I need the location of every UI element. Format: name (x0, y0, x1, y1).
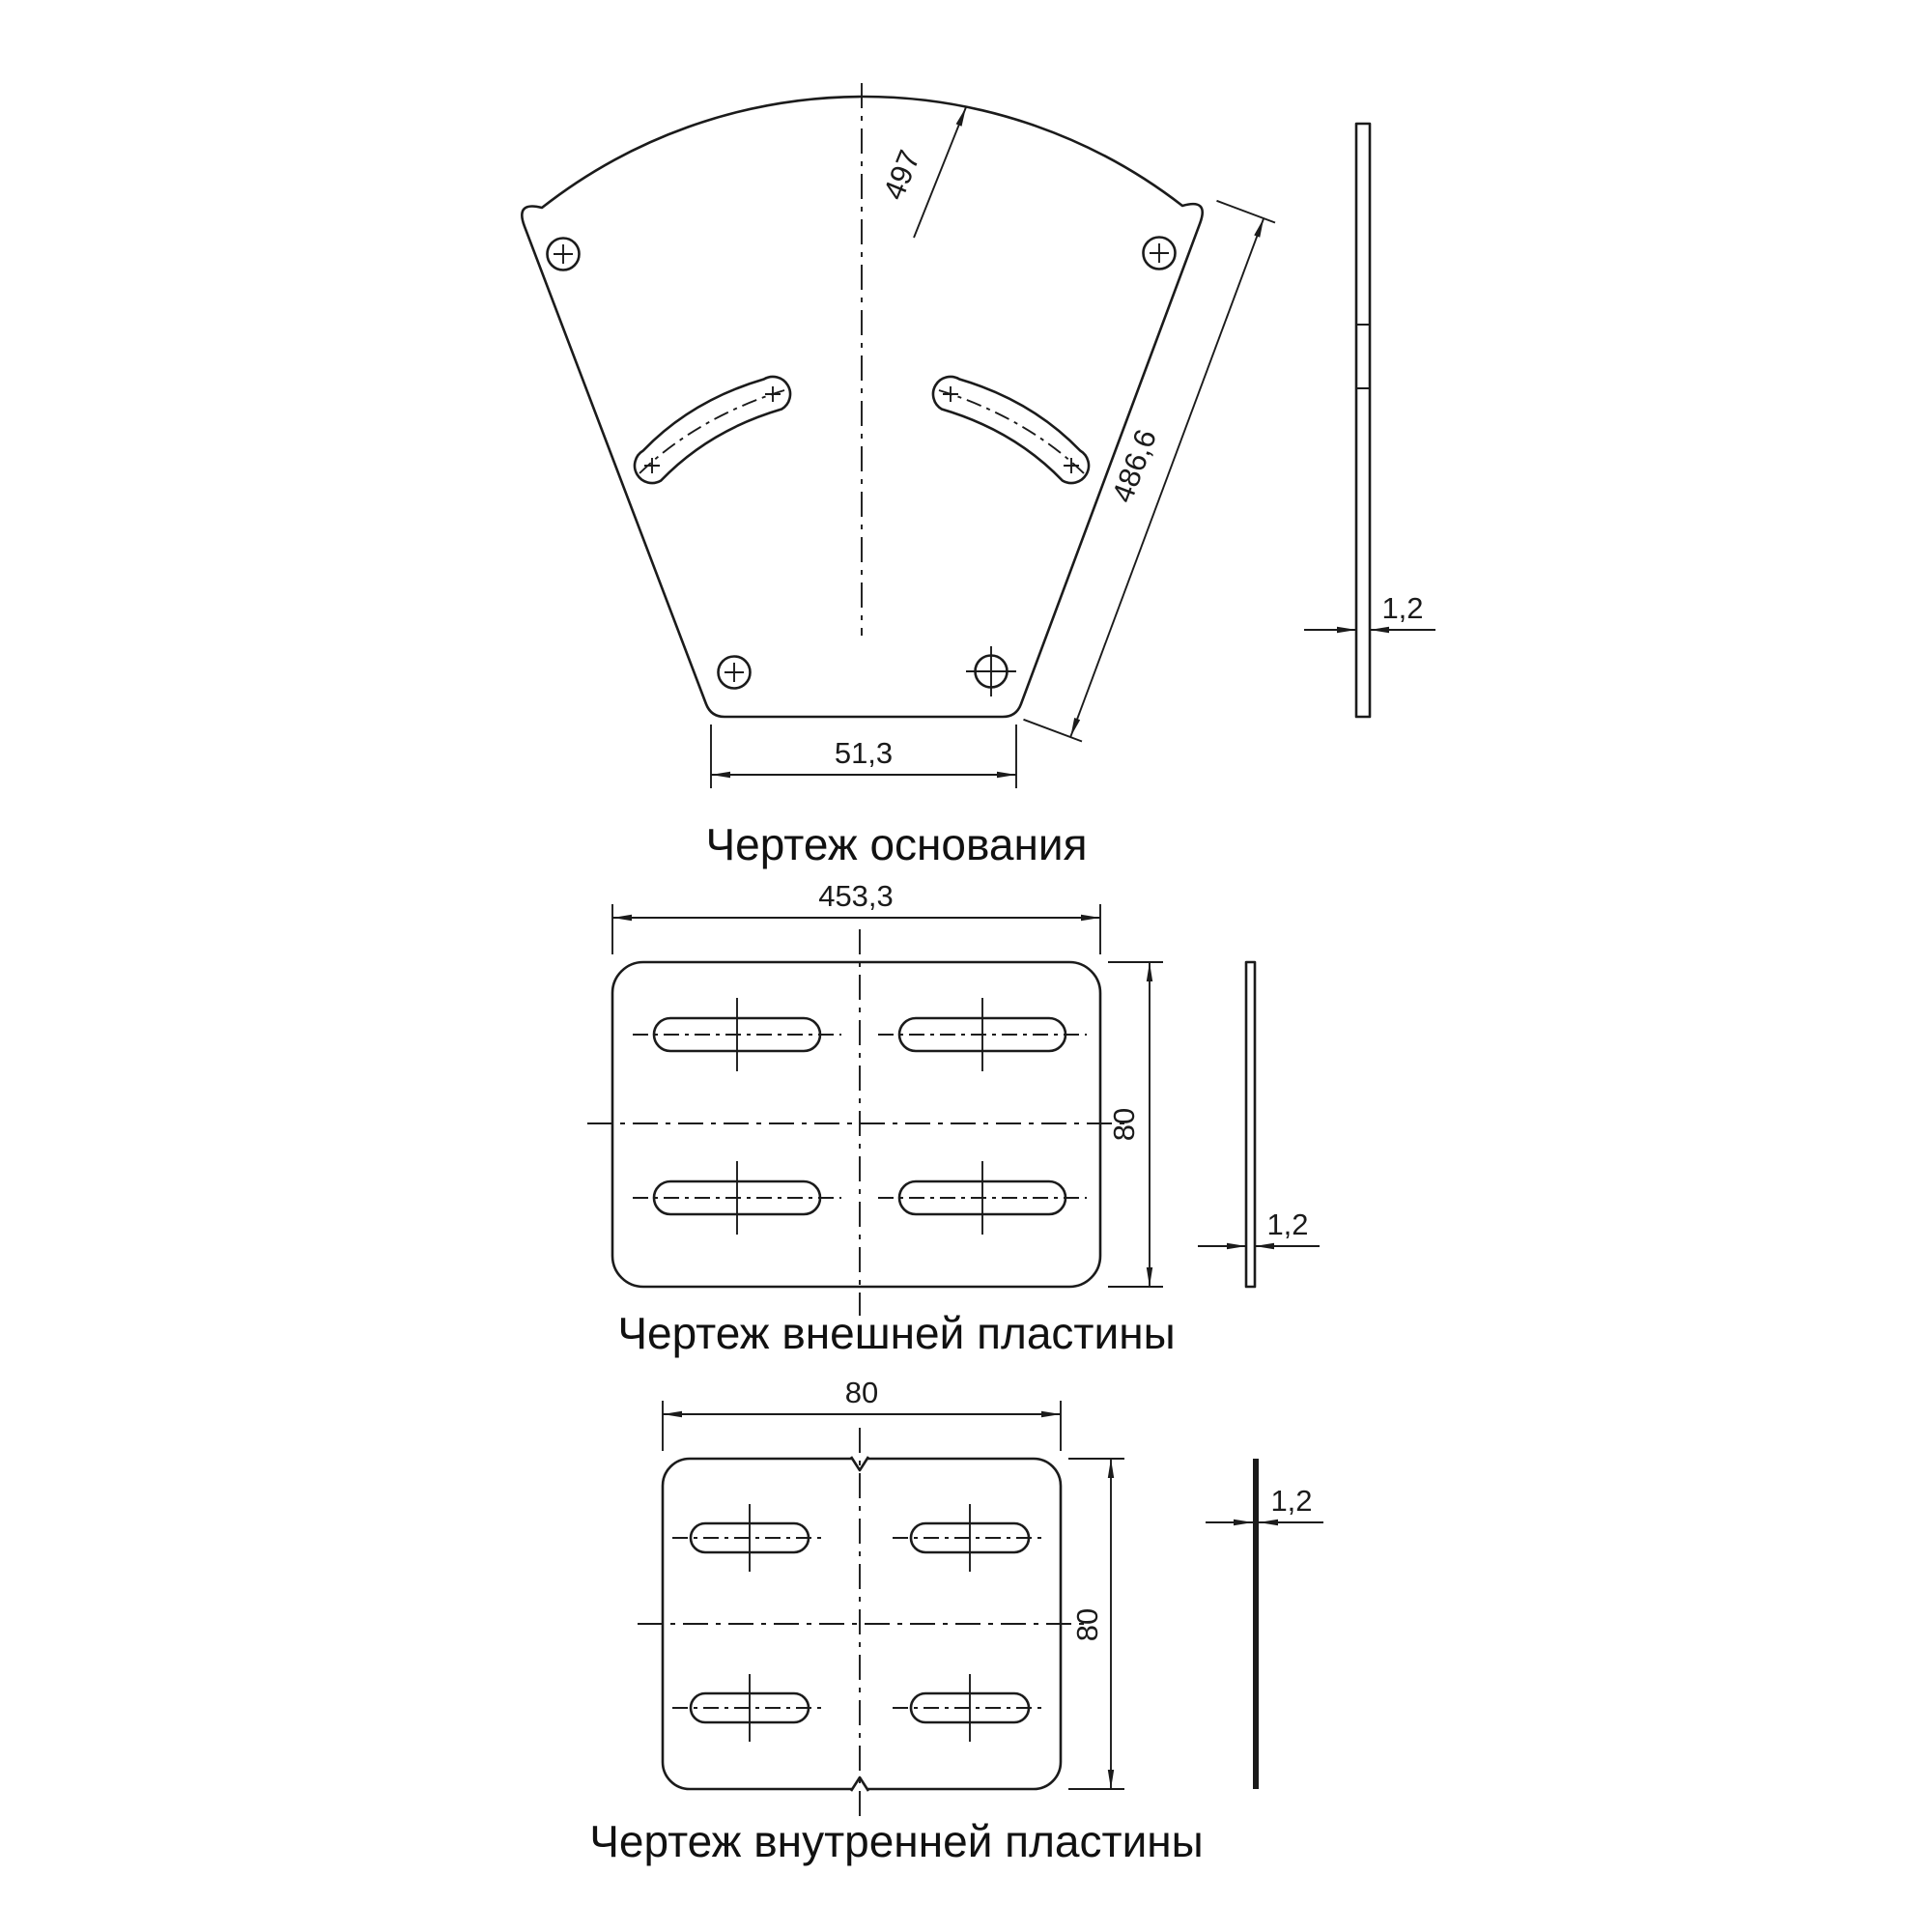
base-hole-top-right (1142, 236, 1177, 270)
base-slot-right (931, 375, 1091, 485)
inner-side-view: 1,2 (1206, 1459, 1323, 1789)
inner-slot-bottom-right (893, 1674, 1047, 1742)
outer-side-strip (1244, 960, 1257, 1289)
outer-dim-width-label: 453,3 (818, 879, 894, 913)
outer-slot-top-left (633, 998, 841, 1071)
inner-plate-bottom-notch (849, 1776, 870, 1793)
base-view: 497 486,6 51,3 1,2 Чертеж основания (521, 83, 1435, 869)
outer-dim-height-label: 80 (1107, 1108, 1141, 1141)
inner-dim-width: 80 (662, 1376, 1062, 1451)
inner-dim-height: 80 (1068, 1458, 1124, 1790)
base-outline (521, 95, 1205, 719)
outer-slot-bottom-right (878, 1161, 1087, 1235)
inner-plate-view: 80 80 1,2 Чертеж внутренней пластины (589, 1376, 1323, 1866)
base-slot-left-centerline (639, 389, 785, 474)
inner-dim-width-label: 80 (845, 1376, 878, 1409)
inner-slot-bottom-left (672, 1674, 827, 1742)
inner-dim-height-label: 80 (1070, 1608, 1104, 1641)
base-dim-bottom: 51,3 (710, 724, 1017, 788)
inner-side-strip (1253, 1459, 1259, 1789)
base-hole-top-left (546, 237, 581, 271)
outer-dim-height: 80 (1107, 961, 1163, 1288)
outer-slot-top-right (878, 998, 1087, 1071)
base-hole-bottom-right (966, 646, 1016, 696)
inner-dim-thickness-label: 1,2 (1270, 1484, 1312, 1518)
base-dim-bottom-label: 51,3 (835, 736, 893, 770)
base-hole-bottom-left (717, 655, 752, 690)
outer-dim-width: 453,3 (611, 879, 1101, 954)
base-dim-radius-label: 497 (876, 146, 926, 205)
base-dim-slant-label: 486,6 (1105, 425, 1163, 507)
outer-plate-view: 453,3 80 1,2 Чертеж внешней пластины (587, 879, 1320, 1358)
base-side-view: 1,2 (1304, 122, 1435, 719)
base-dim-thickness-label: 1,2 (1381, 591, 1423, 625)
inner-plate-title: Чертеж внутренней пластины (589, 1816, 1204, 1866)
base-slot-right-centerline (938, 389, 1085, 474)
outer-dim-thickness-label: 1,2 (1266, 1208, 1308, 1241)
outer-side-view: 1,2 (1198, 960, 1320, 1289)
base-side-strip (1354, 122, 1372, 719)
outer-plate-outline (611, 960, 1102, 1289)
inner-slot-top-right (893, 1504, 1047, 1572)
base-dim-radius: 497 (876, 106, 967, 239)
base-title: Чертеж основания (705, 819, 1087, 869)
base-dim-radius-leader (913, 106, 967, 239)
inner-slot-top-left (672, 1504, 827, 1572)
outer-plate-title: Чертеж внешней пластины (617, 1308, 1175, 1358)
base-slot-left (633, 375, 792, 485)
outer-slot-bottom-left (633, 1161, 841, 1235)
